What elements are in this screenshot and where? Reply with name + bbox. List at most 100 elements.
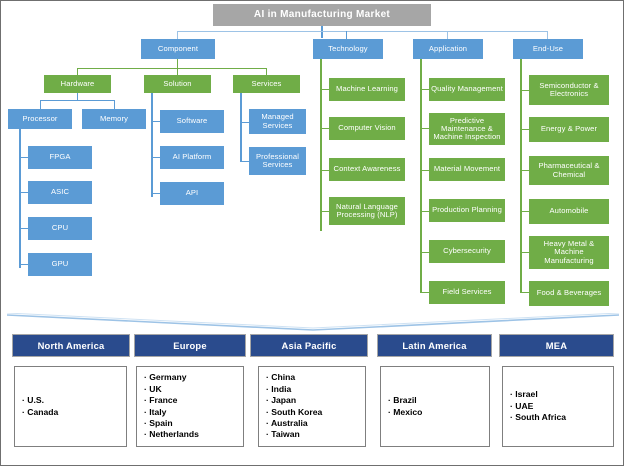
node-energy-power[interactable]: Energy & Power	[529, 117, 609, 142]
connector-processor-tick-cpu	[19, 228, 28, 229]
connector-solution-tick-software	[151, 121, 160, 122]
connector-component-drop-services	[266, 68, 267, 75]
node-fpga[interactable]: FPGA	[28, 146, 92, 169]
connector-root-bus	[177, 31, 548, 32]
node-gpu[interactable]: GPU	[28, 253, 92, 276]
node-field-services[interactable]: Field Services	[429, 281, 505, 304]
connector-technology-tick-1	[320, 89, 329, 90]
region-country: Canada	[22, 407, 126, 418]
connector-bus-drop-component	[177, 31, 178, 39]
region-country: Australia	[266, 418, 365, 429]
node-material-movement[interactable]: Material Movement	[429, 158, 505, 181]
connector-processor-tick-gpu	[19, 264, 28, 265]
connector-technology-tick-3	[320, 170, 329, 171]
region-header-mea[interactable]: MEA	[499, 334, 614, 357]
region-country: South Korea	[266, 407, 365, 418]
node-hardware[interactable]: Hardware	[44, 75, 111, 93]
region-body-europe: Germany UK France Italy Spain Netherland…	[136, 366, 244, 447]
node-managed-services[interactable]: Managed Services	[249, 109, 306, 134]
connector-services-tick-managed	[240, 122, 249, 123]
connector-application-tick-2	[420, 128, 429, 129]
connector-application-spine	[420, 59, 422, 293]
connector-component-drop-solution	[177, 68, 178, 75]
region-country: Spain	[144, 418, 243, 429]
region-country: Israel	[510, 389, 613, 400]
node-production-planning[interactable]: Production Planning	[429, 199, 505, 222]
segment-node-application[interactable]: Application	[413, 39, 483, 59]
node-heavy-metal-machine-manufacturing[interactable]: Heavy Metal & Machine Manufacturing	[529, 236, 609, 269]
node-food-beverages[interactable]: Food & Beverages	[529, 281, 609, 306]
node-automobile[interactable]: Automobile	[529, 199, 609, 224]
node-solution[interactable]: Solution	[144, 75, 211, 93]
connector-solution-tick-api	[151, 193, 160, 194]
connector-hardware-drop-memory	[114, 100, 115, 109]
connector-component-bus	[77, 68, 267, 69]
node-pharmaceutical-chemical[interactable]: Pharmaceutical & Chemical	[529, 156, 609, 185]
connector-hardware-bus	[40, 100, 115, 101]
node-quality-management[interactable]: Quality Management	[429, 78, 505, 101]
connector-application-tick-1	[420, 89, 429, 90]
node-memory[interactable]: Memory	[82, 109, 146, 129]
segment-node-component[interactable]: Component	[141, 39, 215, 59]
node-natural-language-processing[interactable]: Natural Language Processing (NLP)	[329, 197, 405, 225]
segment-node-end-use[interactable]: End-Use	[513, 39, 583, 59]
region-body-north-america: U.S. Canada	[14, 366, 127, 447]
node-software[interactable]: Software	[160, 110, 224, 133]
node-context-awareness[interactable]: Context Awareness	[329, 158, 405, 181]
region-country: Taiwan	[266, 429, 365, 440]
node-ai-platform[interactable]: AI Platform	[160, 146, 224, 169]
connector-bus-drop-enduse	[547, 31, 548, 39]
connector-enduse-spine	[520, 59, 522, 293]
region-country: Italy	[144, 407, 243, 418]
node-predictive-maintenance[interactable]: Predictive Maintenance & Machine Inspect…	[429, 113, 505, 145]
node-services[interactable]: Services	[233, 75, 300, 93]
region-header-north-america[interactable]: North America	[12, 334, 130, 357]
connector-processor-spine	[19, 129, 21, 268]
connector-enduse-tick-3	[520, 170, 529, 171]
connector-hardware-stem	[77, 93, 78, 100]
region-country: Japan	[266, 395, 365, 406]
region-body-asia-pacific: China India Japan South Korea Australia …	[258, 366, 366, 447]
connector-technology-tick-4	[320, 211, 329, 212]
connector-solution-tick-ai-platform	[151, 157, 160, 158]
section-divider	[7, 313, 619, 331]
region-country: China	[266, 372, 365, 383]
root-node-ai-in-manufacturing-market: AI in Manufacturing Market	[213, 4, 431, 26]
region-country: India	[266, 384, 365, 395]
connector-processor-tick-fpga	[19, 157, 28, 158]
node-machine-learning[interactable]: Machine Learning	[329, 78, 405, 101]
node-semiconductor-electronics[interactable]: Semiconductor & Electronics	[529, 75, 609, 105]
connector-root-stem	[321, 26, 323, 38]
region-country: Mexico	[388, 407, 489, 418]
region-body-mea: Israel UAE South Africa	[502, 366, 614, 447]
connector-services-spine	[240, 93, 242, 162]
connector-solution-spine	[151, 93, 153, 197]
region-country: France	[144, 395, 243, 406]
region-body-latin-america: Brazil Mexico	[380, 366, 490, 447]
node-computer-vision[interactable]: Computer Vision	[329, 117, 405, 140]
connector-enduse-tick-2	[520, 129, 529, 130]
connector-component-stem	[177, 59, 178, 68]
connector-bus-drop-application	[447, 31, 448, 39]
connector-technology-tick-2	[320, 128, 329, 129]
connector-hardware-drop-processor	[40, 100, 41, 109]
node-api[interactable]: API	[160, 182, 224, 205]
node-cpu[interactable]: CPU	[28, 217, 92, 240]
connector-enduse-tick-4	[520, 211, 529, 212]
connector-application-tick-4	[420, 211, 429, 212]
region-header-latin-america[interactable]: Latin America	[377, 334, 492, 357]
node-asic[interactable]: ASIC	[28, 181, 92, 204]
node-cybersecurity[interactable]: Cybersecurity	[429, 240, 505, 263]
connector-enduse-tick-6	[520, 292, 529, 293]
region-country: Netherlands	[144, 429, 243, 440]
segment-node-technology[interactable]: Technology	[313, 39, 383, 59]
node-processor[interactable]: Processor	[8, 109, 72, 129]
region-header-europe[interactable]: Europe	[134, 334, 246, 357]
region-header-asia-pacific[interactable]: Asia Pacific	[250, 334, 368, 357]
node-professional-services[interactable]: Professional Services	[249, 147, 306, 175]
region-country: South Africa	[510, 412, 613, 423]
region-country: U.S.	[22, 395, 126, 406]
connector-technology-spine	[320, 59, 322, 231]
connector-enduse-tick-5	[520, 252, 529, 253]
